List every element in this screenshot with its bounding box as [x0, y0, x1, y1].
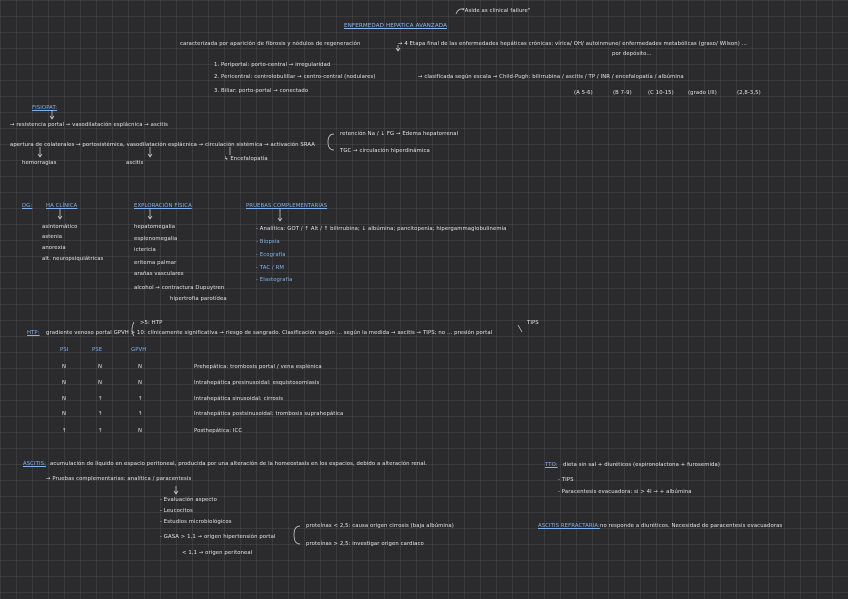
- dx-clinical-3: anorexia: [42, 245, 66, 251]
- fisiopat-label: FISIOPAT:: [32, 105, 58, 111]
- dx-clinical-4: alt. neuropsiquiátricas: [42, 256, 104, 262]
- tto-label: TTO:: [545, 462, 558, 468]
- table-row-desc: Posthepática: ICC: [194, 428, 243, 434]
- table-row-desc: Intrahepática sinusoidal: cirrosis: [194, 396, 284, 402]
- table-cell: N: [62, 411, 67, 417]
- dx-tests-title: PRUEBAS COMPLEMENTARIAS: [246, 203, 328, 209]
- dx-exam-4: eritema palmar: [134, 260, 177, 266]
- table-cell: N: [138, 428, 143, 434]
- dx-test-3: - Ecografía: [256, 252, 286, 258]
- table-cell: ↑: [138, 411, 143, 417]
- fisiopat-branch-2: TGC → circulación hiperdinámica: [340, 148, 430, 154]
- htp-note-top: TIPS: [527, 320, 539, 326]
- table-cell: ↑: [62, 428, 67, 434]
- table-cell: N: [62, 396, 67, 402]
- table-row-desc: Prehepática: trombosis portal / vena esp…: [194, 364, 322, 370]
- table-cell: N: [138, 364, 143, 370]
- table-cell: N: [62, 380, 67, 386]
- dx-test-1: - Analítica: GOT / ↑ Alt / ↑ bilirrubina…: [256, 226, 507, 232]
- dx-clinical-title: HA CLÍNICA: [46, 203, 78, 209]
- dx-exam-title: EXPLORACIÓN FÍSICA: [134, 203, 192, 209]
- tto-tips: - TIPS: [558, 477, 574, 483]
- zone-3: 3. Biliar: porto-portal → conectado: [214, 88, 309, 94]
- ascitis-tests: → Pruebas complementarias: analítica / p…: [46, 476, 192, 482]
- table-cell: ↑: [98, 411, 103, 417]
- page-title: ENFERMEDAD HEPATICA AVANZADA: [344, 23, 448, 29]
- table-cell: N: [98, 364, 103, 370]
- ascitis-line: acumulación de líquido en espacio perito…: [50, 461, 428, 467]
- margin-note: *Aside as clinical failure": [462, 8, 531, 14]
- htp-col-gpvh: GPVH: [131, 347, 147, 353]
- dx-exam-2: esplenomegalia: [134, 236, 178, 242]
- tto-refract: no responde a diuréticos. Necesidad de p…: [600, 523, 783, 529]
- dx-test-2: - Biopsia: [256, 239, 280, 245]
- score-range: (2,8-3,5): [737, 90, 761, 96]
- table-cell: ↑: [98, 428, 103, 434]
- tto-line: dieta sin sal + diuréticos (espironolact…: [563, 462, 721, 468]
- zone-2: 2. Pericentral: centrolobulillar → centr…: [214, 74, 376, 80]
- tto-refract-label: ASCITIS REFRACTARIA:: [538, 523, 600, 529]
- intro-text: caracterizada por aparición de fibrosis …: [180, 41, 361, 47]
- table-cell: ↑: [98, 396, 103, 402]
- dx-exam-6: alcohol → contractura Dupuytren: [134, 285, 225, 291]
- table-cell: N: [98, 380, 103, 386]
- zone-1: 1. Periportal: porto-central → irregular…: [214, 62, 331, 68]
- htp-line: gradiente venoso portal GPVH > 10: clíni…: [46, 330, 493, 336]
- fisiopat-encefalopatia: ↳ Encefalopatía: [224, 156, 268, 162]
- dx-exam-3: ictericia: [134, 247, 156, 253]
- table-cell: N: [138, 380, 143, 386]
- ascitis-prot-lo: proteínas > 2,5: investigar origen cardi…: [306, 541, 424, 547]
- ascitis-prot-hi: proteínas < 2,5: causa origen cirrosis (…: [306, 523, 454, 529]
- ascitis-gasa-low: < 1,1 → origen peritoneal: [182, 550, 253, 556]
- dx-exam-5: arañas vasculares: [134, 271, 184, 277]
- ascitis-item-3: - Estudios microbiológicos: [160, 519, 232, 525]
- htp-gt5: >5: HTP: [140, 320, 163, 326]
- ascitis-item-1: - Evaluación aspecto: [160, 497, 217, 503]
- table-cell: N: [62, 364, 67, 370]
- score-grade: (grado I/II): [688, 90, 717, 96]
- ascitis-label: ASCITIS:: [23, 461, 46, 467]
- dx-exam-1: hepatomegalia: [134, 224, 176, 230]
- score-a: (A 5-6): [574, 90, 593, 96]
- score-b: (B 7-9): [613, 90, 632, 96]
- dx-clinical-1: asintomático: [42, 224, 78, 230]
- classification: → clasificada según escala → Child-Pugh:…: [418, 74, 684, 80]
- fisiopat-line-2: apertura de colaterales → portosistémica…: [10, 142, 316, 148]
- fisiopat-ascitis: ascitis: [126, 160, 144, 166]
- htp-label: HTP:: [27, 330, 40, 336]
- dx-label: DG:: [22, 203, 33, 209]
- htp-col-psi: PSI: [60, 347, 69, 353]
- dx-exam-extra: hipertrofia parotídea: [170, 296, 227, 302]
- stage-note: → 4 Etapa final de las enfermedades hepá…: [398, 41, 748, 47]
- table-cell: ↑: [138, 396, 143, 402]
- score-c: (C 10-15): [648, 90, 674, 96]
- table-row-desc: Intrahepática presinusoidal: esquistosom…: [194, 380, 320, 386]
- ascitis-item-2: - Leucocitos: [160, 508, 193, 514]
- fisiopat-line-1: → resistencia portal → vasodilatación es…: [10, 122, 169, 128]
- table-row-desc: Intrahepática postsinusoidal: trombosis …: [194, 411, 344, 417]
- dx-test-4: - TAC / RM: [256, 265, 285, 271]
- fisiopat-hemorragias: hemorragias: [22, 160, 57, 166]
- dx-test-5: - Elastografía: [256, 277, 293, 283]
- fisiopat-branch-1: retención Na / ↓ FG → Edema hepatorrenal: [340, 131, 459, 137]
- tto-paracentesis: - Paracentesis evacuadora: si > 4l → + a…: [558, 489, 692, 495]
- htp-col-pse: PSE: [92, 347, 103, 353]
- stage-note-2: por depósito...: [612, 51, 652, 57]
- dx-clinical-2: astenia: [42, 234, 63, 240]
- ascitis-item-4: - GASA > 1,1 → origen hipertensión porta…: [160, 534, 276, 540]
